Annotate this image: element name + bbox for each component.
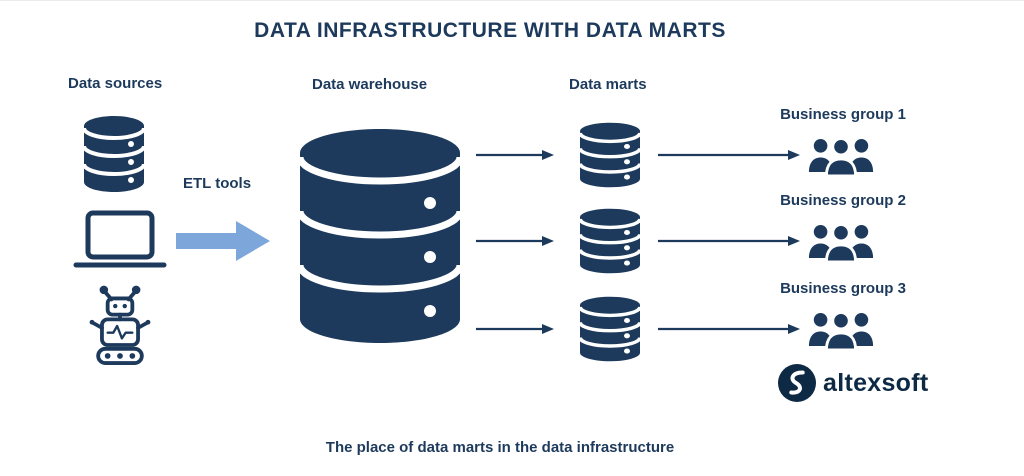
- users-group-icon: [808, 311, 874, 352]
- users-group-icon-2: [806, 219, 876, 264]
- arrow-right-icon: [476, 150, 554, 160]
- flow-arrow-warehouse-mart-2: [476, 234, 554, 248]
- altexsoft-logo: altexsoft: [778, 364, 929, 402]
- flow-arrow-mart-group-3: [658, 322, 800, 336]
- database-small-icon: [578, 296, 642, 362]
- robot-icon: [89, 285, 151, 365]
- arrow-right-icon: [476, 324, 554, 334]
- database-icon: [82, 116, 146, 192]
- data-mart-icon-1: [574, 121, 646, 189]
- robot-icon: [82, 283, 158, 369]
- etl-tools-label: ETL tools: [183, 175, 252, 192]
- laptop-icon: [72, 209, 168, 271]
- arrow-right-icon: [476, 236, 554, 246]
- altexsoft-logo-text: altexsoft: [823, 368, 929, 397]
- data-sources-label: Data sources: [68, 75, 163, 92]
- block-arrow-right-icon: [176, 221, 270, 261]
- arrow-right-icon: [658, 324, 800, 334]
- diagram-title: DATA INFRASTRUCTURE WITH DATA MARTS: [254, 19, 726, 42]
- business-group-1-label: Business group 1: [780, 106, 906, 123]
- arrow-right-icon: [658, 236, 800, 246]
- laptop-icon: [73, 210, 167, 268]
- data-mart-icon-3: [574, 295, 646, 363]
- flow-arrow-warehouse-mart-3: [476, 322, 554, 336]
- source-database-icon: [78, 114, 150, 194]
- users-group-icon-1: [806, 133, 876, 178]
- database-small-icon: [578, 122, 642, 188]
- users-group-icon-3: [806, 307, 876, 352]
- arrow-right-icon: [658, 150, 800, 160]
- data-mart-icon-2: [574, 207, 646, 275]
- etl-block-arrow-icon: [176, 219, 270, 263]
- users-group-icon: [808, 137, 874, 178]
- flow-arrow-warehouse-mart-1: [476, 148, 554, 162]
- diagram-caption: The place of data marts in the data infr…: [325, 439, 675, 456]
- data-warehouse-label: Data warehouse: [312, 76, 428, 93]
- database-small-icon: [578, 208, 642, 274]
- database-large-icon: [296, 129, 464, 343]
- data-marts-label: Data marts: [569, 76, 647, 93]
- altexsoft-logo-icon: [778, 364, 816, 402]
- flow-arrow-mart-group-2: [658, 234, 800, 248]
- business-group-2-label: Business group 2: [780, 192, 906, 209]
- data-warehouse-icon: [290, 123, 470, 349]
- users-group-icon: [808, 223, 874, 264]
- business-group-3-label: Business group 3: [780, 280, 906, 297]
- flow-arrow-mart-group-1: [658, 148, 800, 162]
